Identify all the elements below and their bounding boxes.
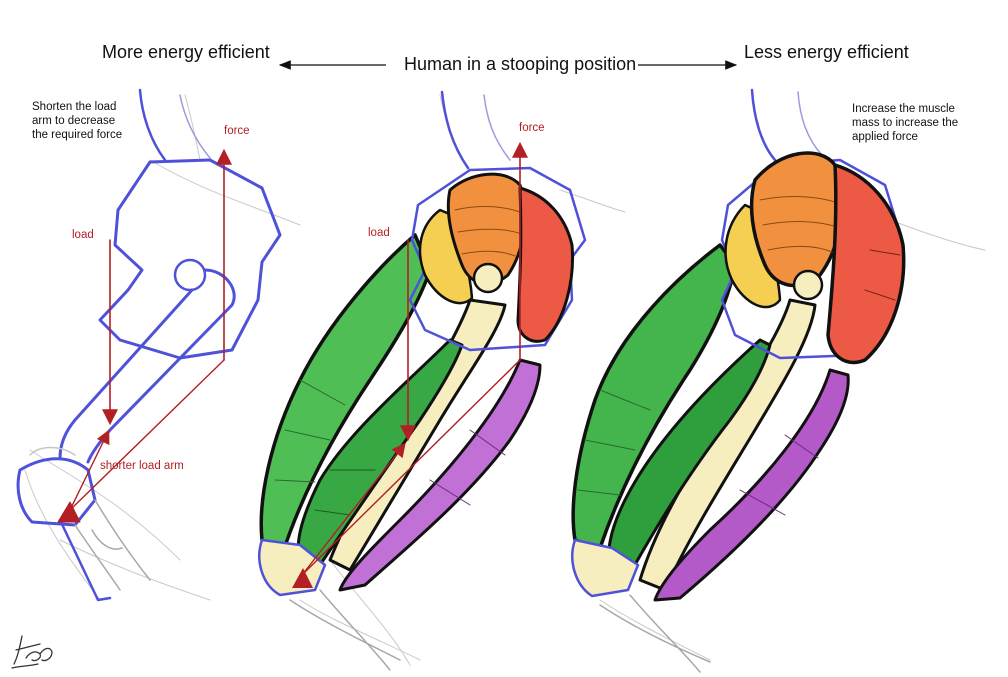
heading-less-efficient: Less energy efficient <box>744 42 909 62</box>
right-hip-joint <box>792 269 824 301</box>
middle-pelvis-outline <box>408 166 587 352</box>
left-leg-figure <box>16 88 301 602</box>
middle-fulcrum-triangle <box>292 568 313 588</box>
label-force-left: force <box>224 125 250 137</box>
left-fulcrum-triangle <box>57 501 81 523</box>
left-shorter-load-arm-line <box>69 429 110 511</box>
right-pelvis-outline <box>720 158 904 360</box>
left-force-arm-line <box>69 359 225 511</box>
middle-hip-joint <box>472 262 504 294</box>
left-femur-top <box>86 268 236 464</box>
middle-leg-figure <box>258 90 626 671</box>
heading-more-efficient: More energy efficient <box>102 42 270 62</box>
left-knee-outline <box>16 457 97 527</box>
right-orange-muscle <box>749 151 844 288</box>
right-leg-figure <box>571 88 986 673</box>
right-purple-muscle <box>653 368 850 602</box>
label-shorter-load-arm: shorter load arm <box>100 460 184 472</box>
right-red-muscle <box>826 163 906 365</box>
middle-red-muscle <box>516 186 574 343</box>
left-femur-bottom <box>58 288 194 460</box>
left-hip-joint <box>173 258 207 292</box>
heading-stooping-position: Human in a stooping position <box>404 54 637 74</box>
label-load-middle: load <box>368 227 390 239</box>
middle-load-arm-line <box>301 442 406 576</box>
right-knee <box>571 538 640 598</box>
note-increase-muscle-mass: Increase the muscle mass to increase the… <box>852 103 959 143</box>
middle-force-arm-line <box>301 359 521 576</box>
left-spine-outline <box>138 88 167 162</box>
artist-signature <box>11 635 53 669</box>
middle-purple-muscle <box>338 358 542 592</box>
label-load-left: load <box>72 229 94 241</box>
note-shorten-load-arm: Shorten the load arm to decrease the req… <box>32 101 123 141</box>
label-force-middle: force <box>519 122 545 134</box>
